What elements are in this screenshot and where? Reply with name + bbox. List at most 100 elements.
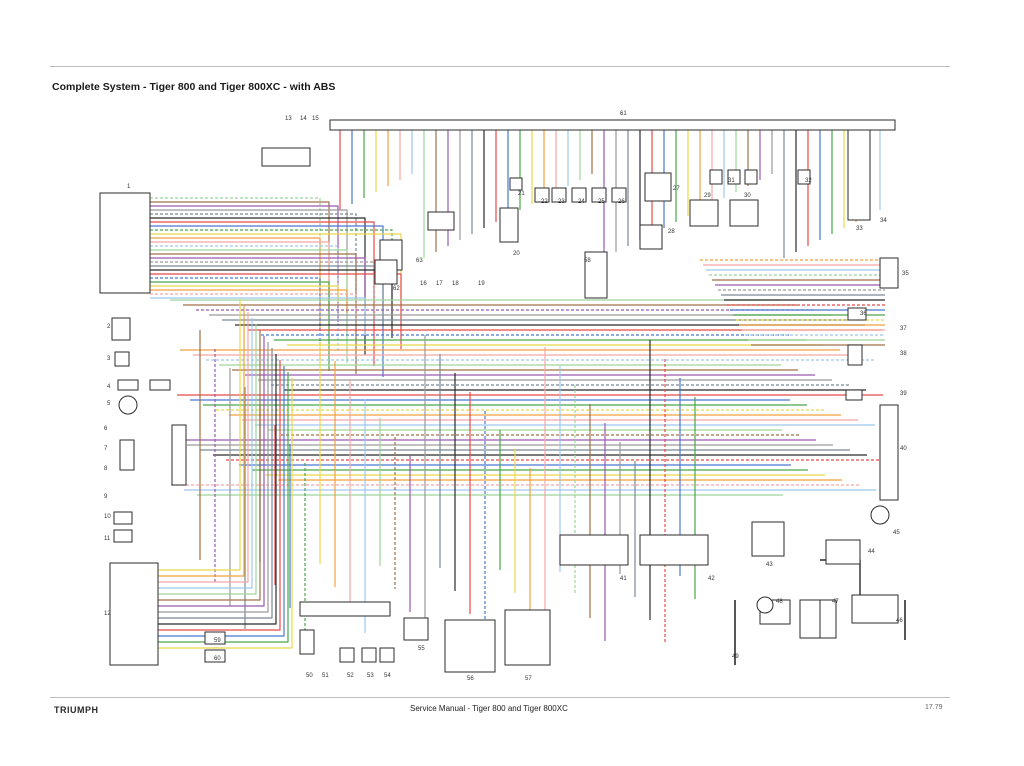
component-label-22: 22 <box>541 199 548 205</box>
component-box <box>799 599 821 639</box>
wire <box>150 281 330 371</box>
component-label-27: 27 <box>673 186 680 192</box>
component-box <box>639 224 663 250</box>
component-box <box>509 177 523 191</box>
component-box <box>204 649 226 663</box>
brand-logo: TRIUMPH <box>54 705 99 715</box>
component-label-58: 58 <box>584 258 591 264</box>
component-label-11: 11 <box>104 536 111 542</box>
wire <box>150 277 321 360</box>
component-box <box>339 647 355 663</box>
component-box <box>499 207 519 243</box>
wire <box>150 197 321 300</box>
component-label-20: 20 <box>513 251 520 257</box>
wire <box>150 229 393 308</box>
component-label-40: 40 <box>900 446 907 452</box>
component-label-13: 13 <box>285 116 292 122</box>
wire <box>150 245 339 352</box>
component-label-8: 8 <box>104 466 108 472</box>
component-label-9: 9 <box>104 494 108 500</box>
component-box <box>825 539 861 565</box>
component-label-42: 42 <box>708 576 715 582</box>
wire <box>158 372 289 643</box>
wire <box>158 354 277 625</box>
wire <box>150 273 402 349</box>
page-title: Complete System - Tiger 800 and Tiger 80… <box>52 81 336 93</box>
component-label-29: 29 <box>704 193 711 199</box>
component-label-47: 47 <box>832 599 839 605</box>
component-label-3: 3 <box>107 356 111 362</box>
component-box <box>689 199 719 227</box>
component-box <box>644 172 672 202</box>
component-label-32: 32 <box>805 178 812 184</box>
component-label-10: 10 <box>104 514 111 520</box>
component-label-2: 2 <box>107 324 111 330</box>
component-box <box>847 307 867 321</box>
component-label-54: 54 <box>384 673 391 679</box>
component-label-31: 31 <box>728 178 735 184</box>
component-label-43: 43 <box>766 562 773 568</box>
component-label-59: 59 <box>214 638 221 644</box>
wire <box>158 330 261 601</box>
component-box <box>797 169 811 185</box>
component-label-17: 17 <box>436 281 443 287</box>
lamp-symbol <box>756 596 774 614</box>
component-label-12: 12 <box>104 611 111 617</box>
component-box <box>551 187 567 203</box>
component-label-63: 63 <box>416 258 423 264</box>
component-label-41: 41 <box>620 576 627 582</box>
wire <box>820 559 861 600</box>
component-label-46: 46 <box>896 618 903 624</box>
component-box <box>729 199 759 227</box>
motor-symbol <box>870 505 890 525</box>
wire <box>158 318 253 589</box>
component-box <box>109 562 159 666</box>
component-label-4: 4 <box>107 384 111 390</box>
wire <box>150 253 357 374</box>
component-box <box>819 599 837 639</box>
top-rule <box>50 66 950 67</box>
component-label-50: 50 <box>306 673 313 679</box>
component-box <box>119 439 135 471</box>
wire <box>150 293 357 324</box>
component-box <box>709 169 723 185</box>
component-box <box>584 251 608 299</box>
component-label-33: 33 <box>856 226 863 232</box>
component-label-53: 53 <box>367 673 374 679</box>
wire <box>150 297 366 335</box>
horn-symbol <box>118 395 138 415</box>
component-label-14: 14 <box>300 116 307 122</box>
component-box <box>879 257 899 289</box>
component-label-1: 1 <box>127 184 131 190</box>
component-box <box>171 424 187 486</box>
component-box <box>559 534 629 566</box>
wire <box>150 237 321 330</box>
component-label-52: 52 <box>347 673 354 679</box>
wire <box>150 261 375 316</box>
component-label-23: 23 <box>558 199 565 205</box>
component-label-35: 35 <box>902 271 909 277</box>
component-label-28: 28 <box>668 229 675 235</box>
wire <box>158 342 269 613</box>
component-box <box>403 617 429 641</box>
component-label-30: 30 <box>744 193 751 199</box>
component-layer <box>99 119 899 673</box>
component-label-57: 57 <box>525 676 532 682</box>
component-box <box>149 379 171 391</box>
ecm-connector-bar <box>329 119 896 131</box>
component-label-61: 61 <box>620 111 627 117</box>
component-label-38: 38 <box>900 351 907 357</box>
component-box <box>611 187 627 203</box>
wire-layer <box>150 130 906 665</box>
component-box <box>751 521 785 557</box>
component-box <box>99 192 151 294</box>
component-label-26: 26 <box>618 199 625 205</box>
component-box <box>851 594 899 624</box>
component-label-15: 15 <box>312 116 319 122</box>
component-box <box>727 169 741 185</box>
component-label-7: 7 <box>104 446 108 452</box>
wire <box>150 265 384 327</box>
wire <box>150 285 339 302</box>
bottom-rule <box>50 697 950 698</box>
